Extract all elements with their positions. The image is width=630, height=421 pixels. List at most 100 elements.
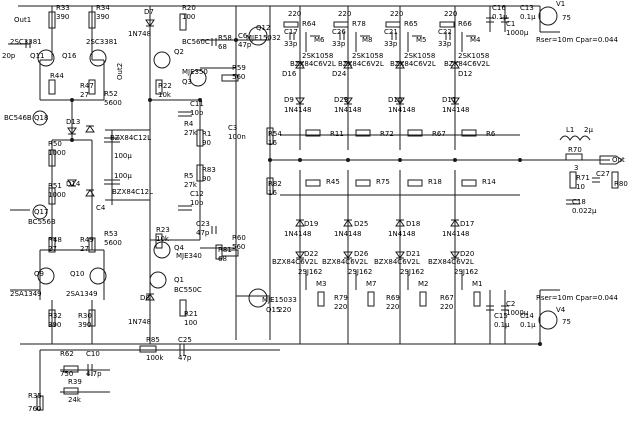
label: 560 (232, 243, 245, 251)
label: 1N4148 (334, 230, 362, 238)
label: R69 (386, 294, 400, 302)
label: R80 (614, 180, 628, 188)
label: R58 (218, 34, 232, 42)
label: Q9 (34, 270, 44, 278)
label: 220 (278, 306, 291, 314)
label: 1N4148 (334, 106, 362, 114)
label: Q16 (62, 52, 77, 60)
label: 100µ (114, 172, 132, 180)
label: D10 (388, 96, 402, 104)
label: Q18 (34, 114, 48, 122)
label: 760 (28, 405, 41, 413)
label: Out2 (116, 63, 124, 80)
label: BZX84C6V2L (272, 258, 318, 266)
label: R30 (78, 312, 92, 320)
label: R83 (202, 166, 216, 174)
label: 68 (218, 43, 227, 51)
label: Q11 (30, 52, 44, 60)
label: R59 (232, 64, 246, 72)
label: R34 (96, 4, 110, 12)
label: 24k (68, 396, 82, 404)
label: 100 (182, 13, 195, 21)
input-stage (8, 6, 107, 344)
label: C2 (506, 300, 515, 308)
label: 1N4148 (388, 230, 416, 238)
label: R44 (50, 72, 64, 80)
label: R23 (156, 226, 170, 234)
label: BZX84C6V2L (338, 60, 384, 68)
label: Q3 (182, 78, 192, 86)
label: R39 (68, 378, 82, 386)
label: 10k (156, 235, 170, 243)
label: C23 (196, 220, 210, 228)
label: 10p (190, 199, 204, 207)
label: BC560C (182, 38, 210, 46)
label: D12 (458, 70, 472, 78)
label: 27k (184, 129, 198, 137)
label: 5600 (104, 239, 122, 247)
label: 90 (202, 139, 211, 147)
label: 220 (444, 10, 457, 18)
label: C16 (492, 4, 506, 12)
label: C25 (178, 336, 192, 344)
label: 0.1µ (492, 13, 508, 21)
label: C14 (520, 312, 534, 320)
label: M7 (366, 280, 377, 288)
label: D14 (66, 180, 81, 188)
label: M5 (416, 36, 427, 44)
label: 390 (78, 321, 91, 329)
label: 90 (202, 175, 211, 183)
label: 2SK1058 (352, 52, 383, 60)
label: 1N4148 (442, 230, 470, 238)
label: 220 (334, 303, 347, 311)
label: 1N4148 (442, 106, 470, 114)
label: R53 (104, 230, 118, 238)
label: BZX84C6V2L (290, 60, 336, 68)
label: C6 (238, 32, 248, 40)
label: R81 (218, 246, 232, 254)
label: Q2 (174, 48, 184, 56)
label: D7 (144, 8, 154, 16)
label: 1N4148 (284, 106, 312, 114)
label: R54 (268, 130, 282, 138)
label: Rser=10m Cpar=0.044 (536, 36, 618, 44)
label: D18 (406, 220, 420, 228)
label: D21 (406, 250, 420, 258)
label: R78 (352, 20, 366, 28)
label: 75 (562, 14, 571, 22)
label: R85 (146, 336, 160, 344)
label: 27 (80, 91, 89, 99)
label: 33p (438, 40, 452, 48)
label: D16 (282, 70, 297, 78)
label: R50 (48, 140, 62, 148)
label: 1000µ (506, 29, 529, 37)
label: 4.7p (86, 370, 102, 378)
label: R20 (182, 4, 196, 12)
label: BZX84C6V2L (444, 60, 490, 68)
label: 220 (338, 10, 351, 18)
label: 5600 (104, 99, 122, 107)
label: 560 (232, 73, 245, 81)
label: R33 (56, 4, 70, 12)
label: R72 (380, 130, 394, 138)
label: 1000µ (506, 309, 529, 317)
upper-mosfets (283, 6, 477, 150)
label: BC546B (4, 114, 32, 122)
label: D25 (354, 220, 368, 228)
junction-dots (70, 38, 542, 346)
label: L1 (566, 126, 574, 134)
label: C3 (228, 124, 237, 132)
component-labels: R33 390 R34 390 Out1 2SC3381 2SC3381 20p… (2, 0, 628, 413)
label: C4 (96, 204, 106, 212)
label: 1N748 (128, 30, 151, 38)
label: D11 (442, 96, 456, 104)
label: 68 (218, 255, 227, 263)
label: 47p (178, 354, 192, 362)
label: M6 (314, 36, 325, 44)
label: R65 (404, 20, 418, 28)
label: 2SK1058 (404, 52, 435, 60)
label: 0.022µ (572, 207, 597, 215)
label: C18 (572, 198, 586, 206)
label: 16 (268, 139, 277, 147)
label: BC556B (28, 218, 56, 226)
